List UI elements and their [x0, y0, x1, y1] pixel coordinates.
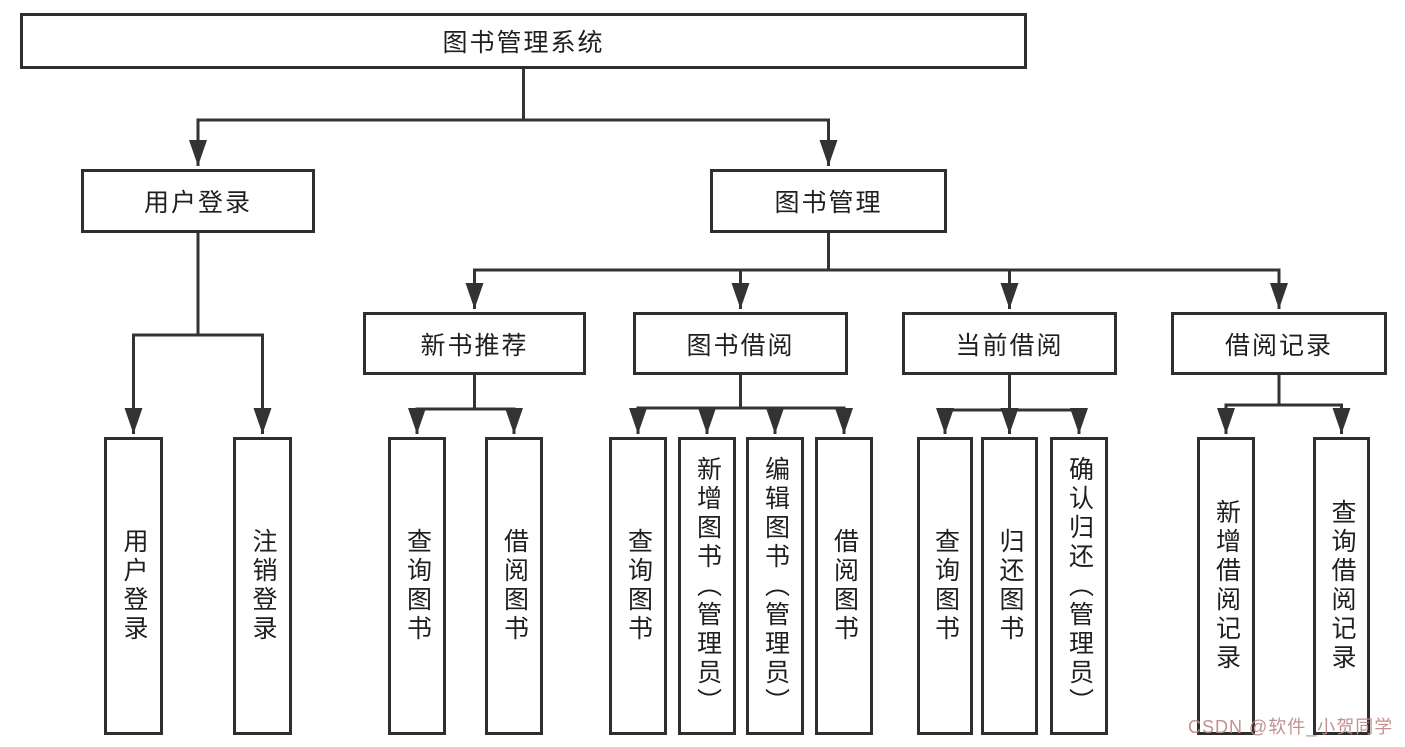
leaf-query-books-current: 查询图书	[917, 437, 973, 735]
node-current-borrow: 当前借阅	[902, 312, 1117, 375]
node-user-login: 用户登录	[81, 169, 315, 233]
leaf-logout: 注销登录	[233, 437, 292, 735]
node-new-book-recommend: 新书推荐	[363, 312, 586, 375]
leaf-add-borrow-record: 新增借阅记录	[1197, 437, 1255, 735]
leaf-edit-books-admin: 编辑图书（管理员）	[746, 437, 804, 735]
root-node-library-system: 图书管理系统	[20, 13, 1027, 69]
leaf-borrow-books: 借阅图书	[815, 437, 873, 735]
leaf-query-borrow-record: 查询借阅记录	[1313, 437, 1370, 735]
leaf-query-books-recommend: 查询图书	[388, 437, 446, 735]
node-book-management: 图书管理	[710, 169, 947, 233]
leaf-return-books: 归还图书	[981, 437, 1038, 735]
leaf-add-books-admin: 新增图书（管理员）	[678, 437, 736, 735]
leaf-borrow-books-recommend: 借阅图书	[485, 437, 543, 735]
leaf-confirm-return-admin: 确认归还（管理员）	[1050, 437, 1108, 735]
node-book-borrow: 图书借阅	[633, 312, 848, 375]
node-borrow-records: 借阅记录	[1171, 312, 1387, 375]
leaf-query-books-borrow: 查询图书	[609, 437, 667, 735]
leaf-user-login: 用户登录	[104, 437, 163, 735]
csdn-watermark: CSDN @软件_小贺同学	[1188, 717, 1394, 737]
